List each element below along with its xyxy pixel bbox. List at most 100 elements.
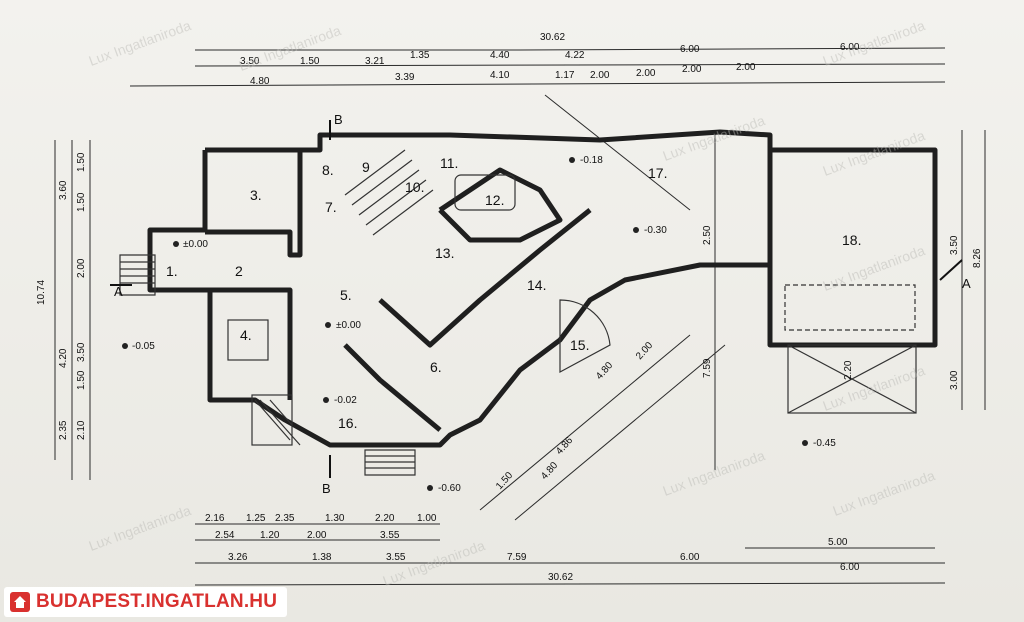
- dimension-label: 7.59: [702, 358, 713, 378]
- entrance-stairs: [119, 254, 156, 296]
- dimension-label: 10.74: [36, 280, 47, 305]
- room-label: 13.: [435, 245, 454, 261]
- terrace-hatch: [254, 399, 291, 441]
- room-label: 16.: [338, 415, 357, 431]
- level-marker: [323, 397, 329, 403]
- room-label: 1.: [166, 263, 178, 279]
- dimension-label: 1.25: [246, 513, 266, 524]
- dimension-label: 1.38: [312, 552, 332, 563]
- terrace: [251, 394, 293, 446]
- dimension-label: 3.55: [380, 530, 400, 541]
- dimension-label: 6.00: [840, 562, 860, 573]
- dimension-label: 6.00: [680, 552, 700, 563]
- dimension-label: 2.50: [702, 225, 713, 245]
- room-label: 8.: [322, 162, 334, 178]
- room-label: 10.: [405, 179, 424, 195]
- room-label: 9: [362, 159, 370, 175]
- interior-wall: [378, 208, 592, 348]
- dimension-label: 2.35: [275, 513, 295, 524]
- dimension-label: 1.50: [76, 370, 87, 390]
- staircase: [344, 149, 434, 236]
- room-label: 11.: [440, 155, 458, 171]
- room-label: 7.: [325, 199, 337, 215]
- dimension-label: 4.22: [565, 50, 585, 61]
- level-marker: [802, 440, 808, 446]
- section-marker: A: [962, 276, 971, 291]
- dimension-label: 8.26: [972, 248, 983, 268]
- terrace-edge: [259, 399, 301, 446]
- dimension-label: 1.17: [555, 70, 575, 81]
- room-label: 18.: [842, 232, 861, 248]
- level-label: ±0.00: [336, 320, 361, 331]
- dimension-label: 1.50: [494, 470, 515, 492]
- house-logo-icon: [10, 592, 30, 612]
- level-label: -0.30: [644, 225, 667, 236]
- round-bay: [559, 299, 611, 374]
- section-marker: B: [322, 481, 331, 496]
- level-marker: [427, 485, 433, 491]
- level-label: ±0.00: [183, 239, 208, 250]
- dimension-label: 7.59: [507, 552, 527, 563]
- dimension-label: 2.20: [843, 360, 854, 380]
- dimension-label: 4.20: [58, 348, 69, 368]
- dimension-label: 4.40: [490, 50, 510, 61]
- room-label: 6.: [430, 359, 442, 375]
- room-label: 12.: [485, 192, 504, 208]
- dimension-label: 1.35: [410, 50, 430, 61]
- dimension-label: 1.50: [76, 192, 87, 212]
- dimension-line: [519, 47, 946, 51]
- dimension-label: 1.50: [300, 56, 320, 67]
- level-label: -0.18: [580, 155, 603, 166]
- room-label: 2: [235, 263, 243, 279]
- room-label: 4.: [240, 327, 252, 343]
- dimension-label: 3.00: [949, 370, 960, 390]
- dimension-label: 2.00: [682, 64, 702, 75]
- garage-apron: [787, 344, 917, 414]
- level-label: -0.60: [438, 483, 461, 494]
- dimension-label: 4.10: [490, 70, 510, 81]
- section-a-cut: [939, 259, 963, 281]
- terrace-stairs: [364, 449, 416, 476]
- dimension-label: 4.86: [554, 435, 575, 457]
- dimension-label: 1.30: [325, 513, 345, 524]
- dimension-label: 6.00: [840, 42, 860, 53]
- level-marker: [325, 322, 331, 328]
- room-label: 17.: [648, 165, 667, 181]
- brand-name: BUDAPEST.INGATLAN.HU: [36, 591, 278, 612]
- dimension-label: 5.00: [828, 537, 848, 548]
- dimension-label: 2.16: [205, 513, 225, 524]
- dimension-label: 1.20: [260, 530, 280, 541]
- section-marker: B: [334, 112, 343, 127]
- interior-wall: [205, 150, 303, 258]
- level-marker: [569, 157, 575, 163]
- dimension-label: 3.26: [228, 552, 248, 563]
- level-marker: [173, 241, 179, 247]
- interior-wall: [210, 287, 293, 400]
- dimension-label: 3.55: [386, 552, 406, 563]
- dimension-label: 3.21: [365, 56, 385, 67]
- dimension-label: 2.00: [636, 68, 656, 79]
- interior-wall: [438, 167, 563, 243]
- dimension-line: [479, 334, 691, 511]
- dimension-label: 2.00: [634, 340, 655, 362]
- dimension-label: 4.80: [539, 460, 560, 482]
- dimension-label: 2.00: [736, 62, 756, 73]
- dimension-label: 1.50: [76, 152, 87, 172]
- level-label: -0.02: [334, 395, 357, 406]
- level-marker: [122, 343, 128, 349]
- garage-door-line: [784, 284, 916, 331]
- dimension-label: 1.00: [417, 513, 437, 524]
- level-marker: [633, 227, 639, 233]
- level-label: -0.05: [132, 341, 155, 352]
- dimension-line: [194, 63, 946, 67]
- brand-banner: BUDAPEST.INGATLAN.HU: [4, 587, 288, 617]
- dimension-label: 4.80: [250, 76, 270, 87]
- bottom-total-dimension: 30.62: [548, 572, 573, 583]
- apron-diagonal: [787, 344, 917, 414]
- terrace-hatch: [269, 399, 293, 426]
- dimension-label: 2.20: [375, 513, 395, 524]
- room-label: 15.: [570, 337, 589, 353]
- dimension-label: 2.00: [307, 530, 327, 541]
